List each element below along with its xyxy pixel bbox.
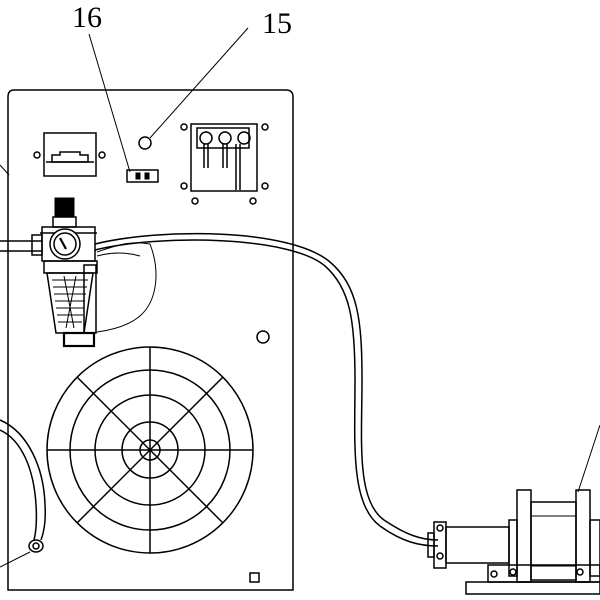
leader-line-pump	[577, 424, 600, 493]
panel-square-hole	[249, 572, 260, 583]
control-panel-board	[7, 89, 294, 591]
hydraulic-pump	[427, 489, 600, 595]
callout-label-16: 16	[72, 1, 102, 34]
callout-label-15: 15	[262, 7, 292, 40]
air-hose-inner	[94, 239, 439, 547]
terminal-block	[180, 123, 269, 205]
inlet-pipe	[0, 234, 43, 256]
air-hose	[94, 232, 439, 541]
leader-line-left-bottom	[0, 551, 31, 568]
leader-line-15	[149, 27, 249, 139]
leader-line-16	[88, 33, 131, 173]
wire-short	[96, 252, 141, 257]
fan-grille	[46, 346, 254, 554]
switch-housing	[33, 132, 106, 177]
indicator-hole-15	[138, 136, 152, 150]
panel-hole	[256, 330, 270, 344]
wire-loop	[96, 242, 157, 333]
air-filter-regulator	[40, 197, 98, 348]
drain-hose	[0, 419, 46, 553]
small-indicator-16	[126, 169, 159, 183]
